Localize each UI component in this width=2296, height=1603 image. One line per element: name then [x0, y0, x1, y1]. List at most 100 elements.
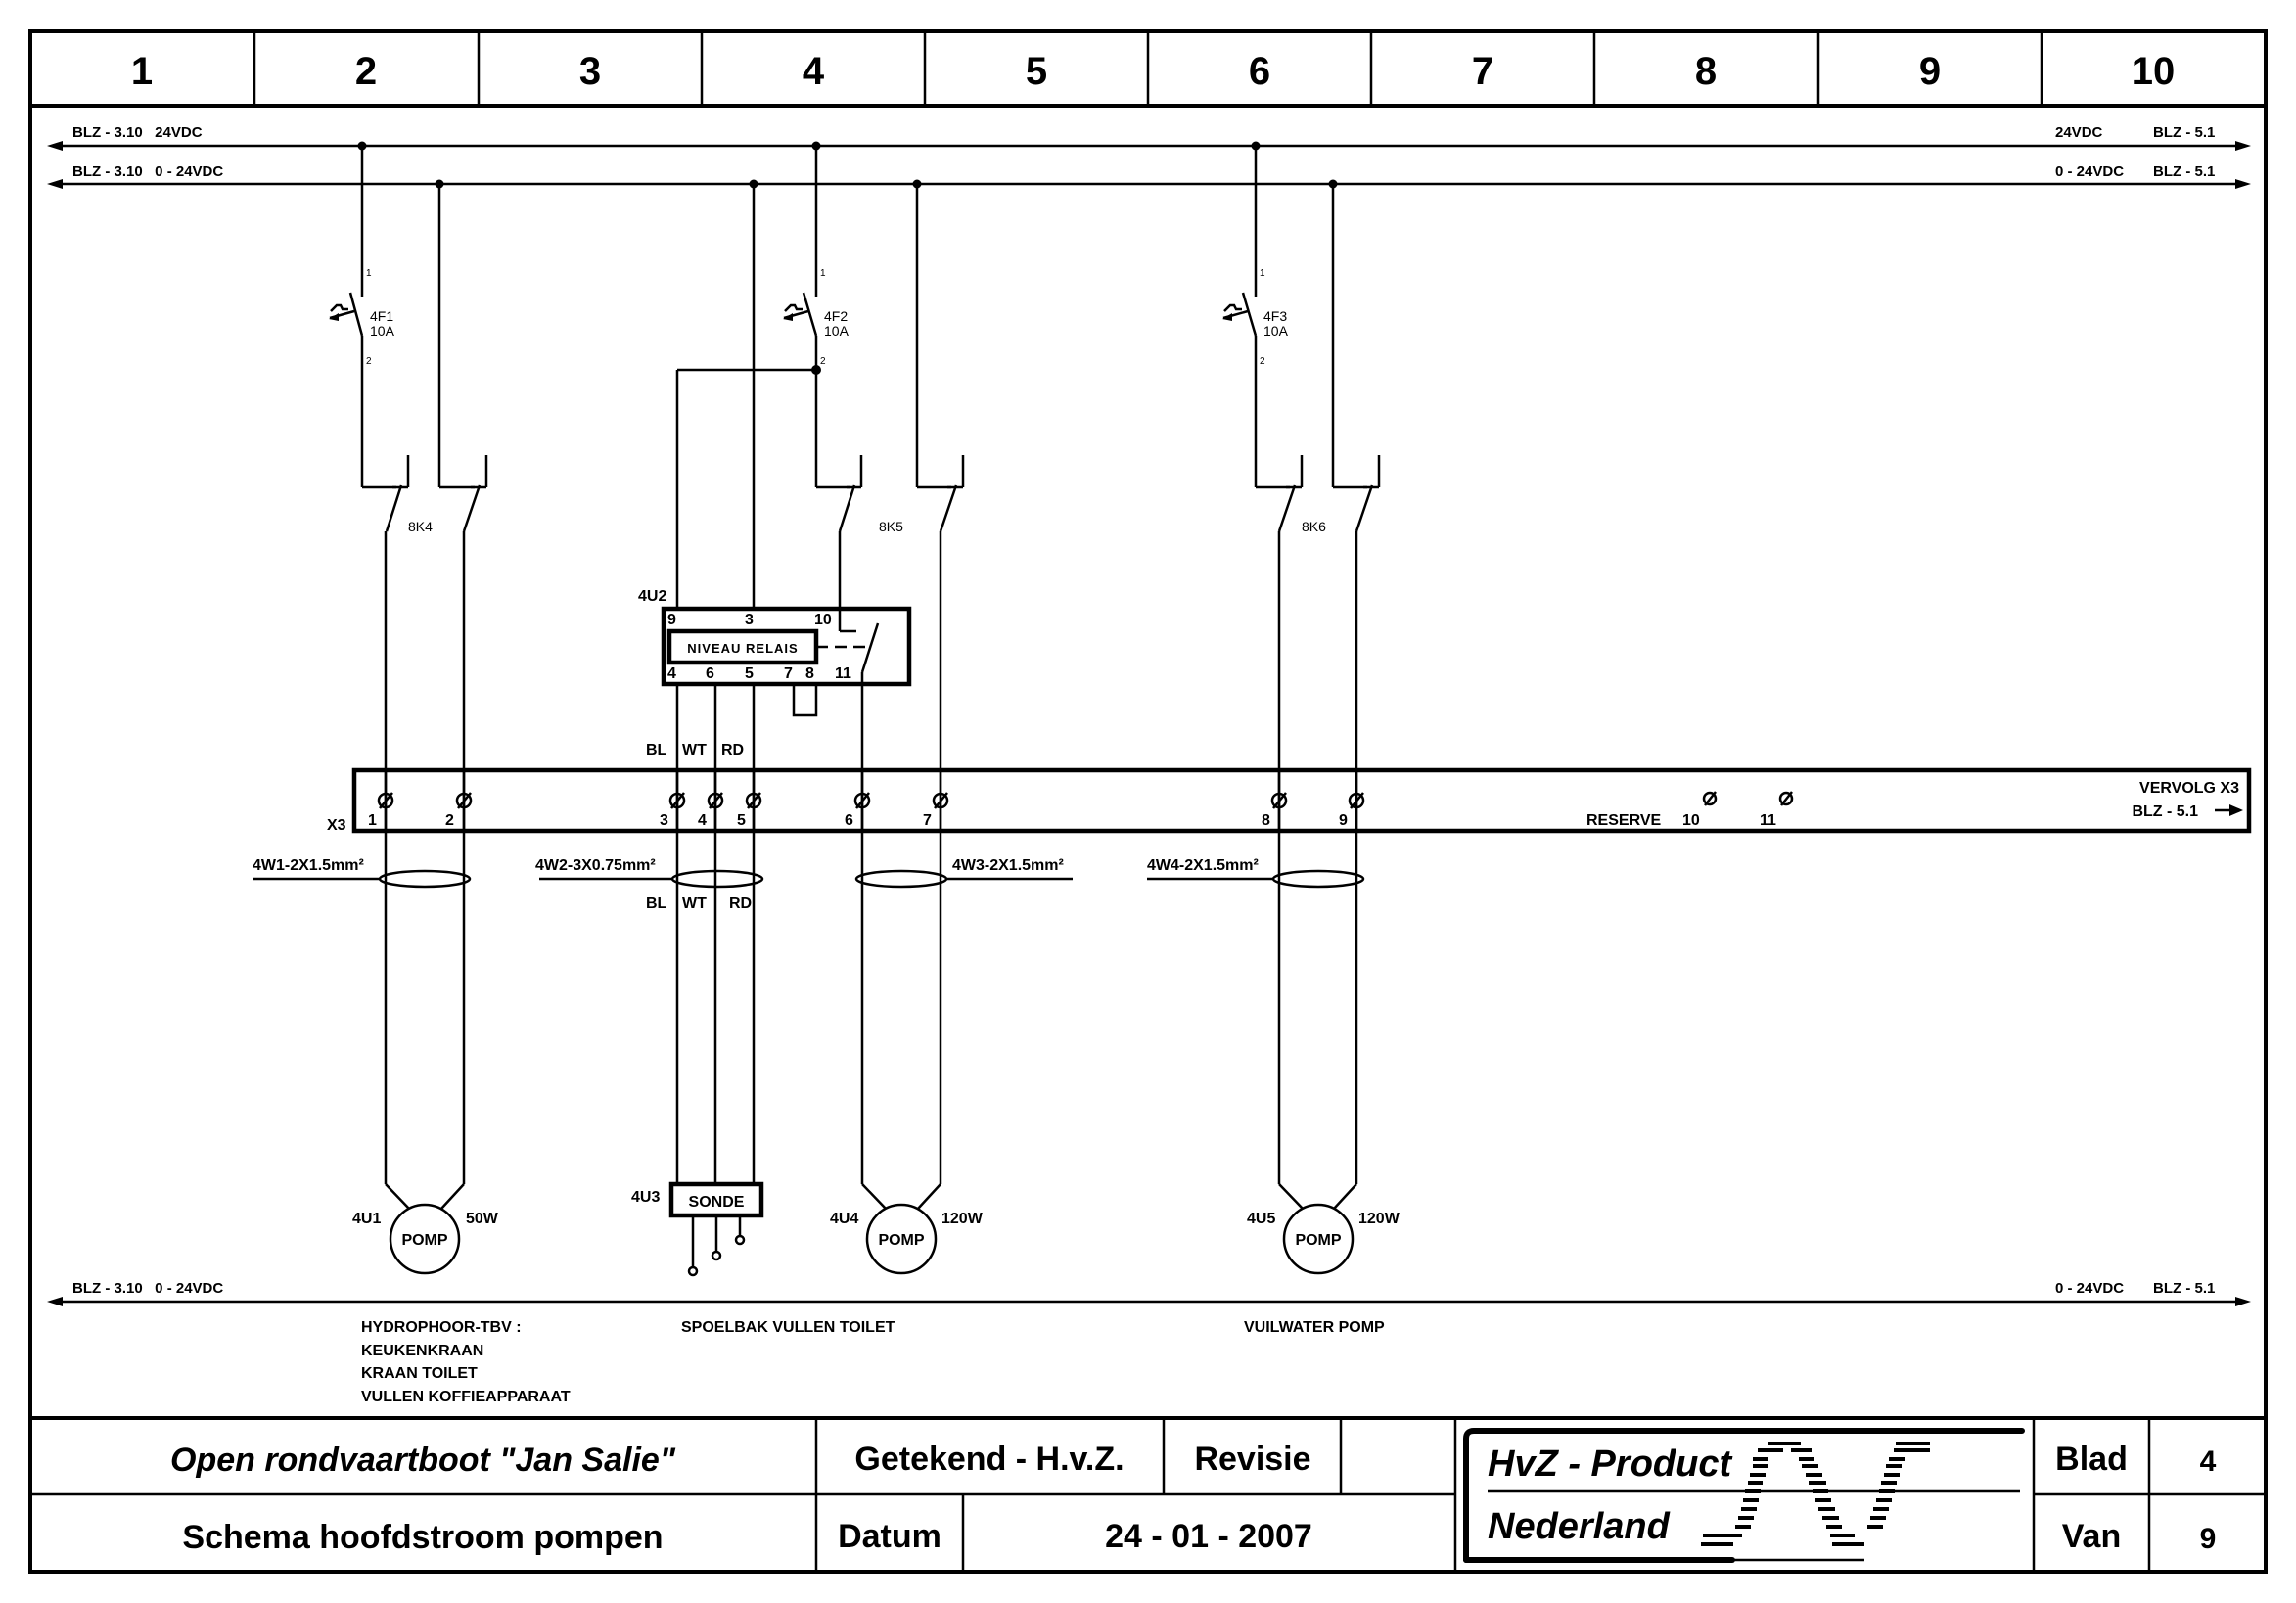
cable-label: 4W2-3X0.75mm²	[535, 857, 656, 874]
description-line: HYDROPHOOR-TBV :	[361, 1319, 522, 1336]
terminal-number: 4	[698, 812, 707, 829]
description-line: KRAAN TOILET	[361, 1365, 478, 1382]
title-block: Open rondvaartboot "Jan Salie" Schema ho…	[30, 1416, 2266, 1572]
relay-pin: 11	[835, 665, 851, 682]
sheet-frame	[28, 29, 2268, 1574]
terminal-number: 11	[1760, 812, 1776, 829]
wire-color: WT	[682, 742, 707, 758]
wire-color: RD	[729, 895, 752, 912]
motor-ref: 4U5	[1247, 1211, 1275, 1227]
pin-label: 1	[820, 268, 826, 279]
thermal-trip-icon	[330, 303, 348, 312]
column-number: 6	[1249, 50, 1270, 93]
bus-label: BLZ - 3.10 0 - 24VDC	[72, 163, 223, 180]
arrow-right-icon	[2235, 141, 2251, 151]
bus-label: BLZ - 5.1	[2153, 163, 2215, 180]
hvz-wave-logo-icon	[1701, 1442, 1930, 1546]
arrow-right-icon	[2235, 179, 2251, 189]
breaker-rating: 10A	[824, 323, 850, 339]
relay-pin: 10	[814, 612, 832, 628]
bus-label: 0 - 24VDC	[2055, 1280, 2124, 1297]
cable-4w4	[1271, 869, 1365, 889]
circuit-4u4: 8K5 POMP 4U4 120W	[816, 184, 984, 1275]
column-number: 4	[803, 50, 825, 93]
column-number: 1	[131, 50, 153, 93]
probe-label: SONDE	[689, 1194, 745, 1211]
terminal-number: 3	[660, 812, 668, 829]
bus-0-24vdc: BLZ - 3.10 0 - 24VDC 0 - 24VDC BLZ - 5.1	[47, 163, 2251, 189]
column-number: 3	[579, 50, 601, 93]
bus-24vdc: BLZ - 3.10 24VDC 24VDC BLZ - 5.1	[47, 124, 2251, 151]
probe-ref: 4U3	[631, 1189, 660, 1206]
date-value: 24 - 01 - 2007	[1105, 1518, 1312, 1555]
breaker-ref: 4F3	[1263, 308, 1287, 324]
level-relay-4u2	[661, 606, 912, 687]
bus-label: BLZ - 3.10 0 - 24VDC	[72, 1280, 223, 1297]
continuation-ref: BLZ - 5.1	[2132, 803, 2198, 820]
breaker-ref: 4F2	[824, 308, 848, 324]
relay-pin: 3	[745, 612, 754, 628]
relay-pin: 4	[667, 665, 676, 682]
contactor-8k4-contact	[385, 484, 403, 532]
cable-markers: 4W1-2X1.5mm² 4W2-3X0.75mm² BL WT RD 4W3-…	[253, 857, 1365, 912]
thermal-trip-icon	[784, 303, 803, 312]
relay-pin: 6	[706, 665, 714, 682]
probe-electrode	[711, 1250, 722, 1261]
arrow-right-icon	[2229, 804, 2243, 816]
column-number: 10	[2132, 50, 2176, 93]
relay-ref: 4U2	[638, 588, 666, 605]
contactor-8k5-contact	[838, 484, 856, 532]
bus-label: BLZ - 5.1	[2153, 1280, 2215, 1297]
motor-power: 120W	[941, 1211, 984, 1227]
contactor-ref: 8K4	[408, 519, 433, 534]
cable-label: 4W1-2X1.5mm²	[253, 857, 364, 874]
relay-contact	[860, 622, 880, 673]
motor-power: 120W	[1358, 1211, 1401, 1227]
company-name-line2: Nederland	[1488, 1506, 1671, 1547]
arrow-left-icon	[47, 141, 63, 151]
cable-label: 4W4-2X1.5mm²	[1147, 857, 1259, 874]
terminal-number: 9	[1339, 812, 1348, 829]
drawing-subject: Schema hoofdstroom pompen	[182, 1519, 663, 1556]
revision-label: Revisie	[1194, 1441, 1310, 1478]
arrow-right-icon	[2235, 1297, 2251, 1306]
junction-dots	[357, 141, 1338, 375]
contactor-ref: 8K5	[879, 519, 903, 534]
motor-ref: 4U4	[830, 1211, 858, 1227]
arrow-left-icon	[47, 1297, 63, 1306]
cable-4w3	[854, 869, 948, 889]
motor-power: 50W	[466, 1211, 499, 1227]
motor-label: POMP	[401, 1232, 447, 1249]
pin-label: 2	[820, 356, 826, 367]
column-number: 9	[1919, 50, 1941, 93]
relay-link-7-8	[792, 684, 818, 717]
of-label: Van	[2062, 1518, 2121, 1555]
pump-motor-4u4	[865, 1203, 938, 1275]
motor-label: POMP	[878, 1232, 924, 1249]
date-label: Datum	[838, 1518, 941, 1555]
column-number: 8	[1695, 50, 1717, 93]
terminal-number: 2	[445, 812, 454, 829]
contactor-8k6-contact	[1277, 484, 1297, 532]
terminal-number: 6	[845, 812, 853, 829]
relay-pin: 9	[667, 612, 676, 628]
breaker-4f1-blade	[348, 292, 364, 337]
terminal-number: 5	[737, 812, 746, 829]
column-number: 5	[1026, 50, 1047, 93]
arrow-left-icon	[47, 179, 63, 189]
company-logo: HvZ - Product Nederland	[1463, 1428, 2025, 1563]
terminal-number: 7	[923, 812, 932, 829]
breaker-4f3-blade	[1241, 292, 1258, 337]
wire-color: BL	[646, 742, 667, 758]
breaker-ref: 4F1	[370, 308, 393, 324]
motor-ref: 4U1	[352, 1211, 381, 1227]
pump-motor-4u1	[389, 1203, 461, 1275]
column-number: 7	[1472, 50, 1493, 93]
circuit-4u5: 1 2 4F3 10A 8K6 POMP 4U5 120W	[1222, 146, 1401, 1275]
pump-motor-4u5	[1282, 1203, 1355, 1275]
relay-label: NIVEAU RELAIS	[687, 641, 798, 656]
continuation-label: VERVOLG X3	[2139, 780, 2239, 797]
terminal-strip-x3: X3 1 2 3 4 5 6 7 8 9 RESERVE 10 11 VERVO…	[327, 767, 2252, 834]
circuit-4u3: 1 2 4F2 10A NIVEAU RELAIS 4U2 9 3 10 4 6…	[631, 146, 912, 1277]
